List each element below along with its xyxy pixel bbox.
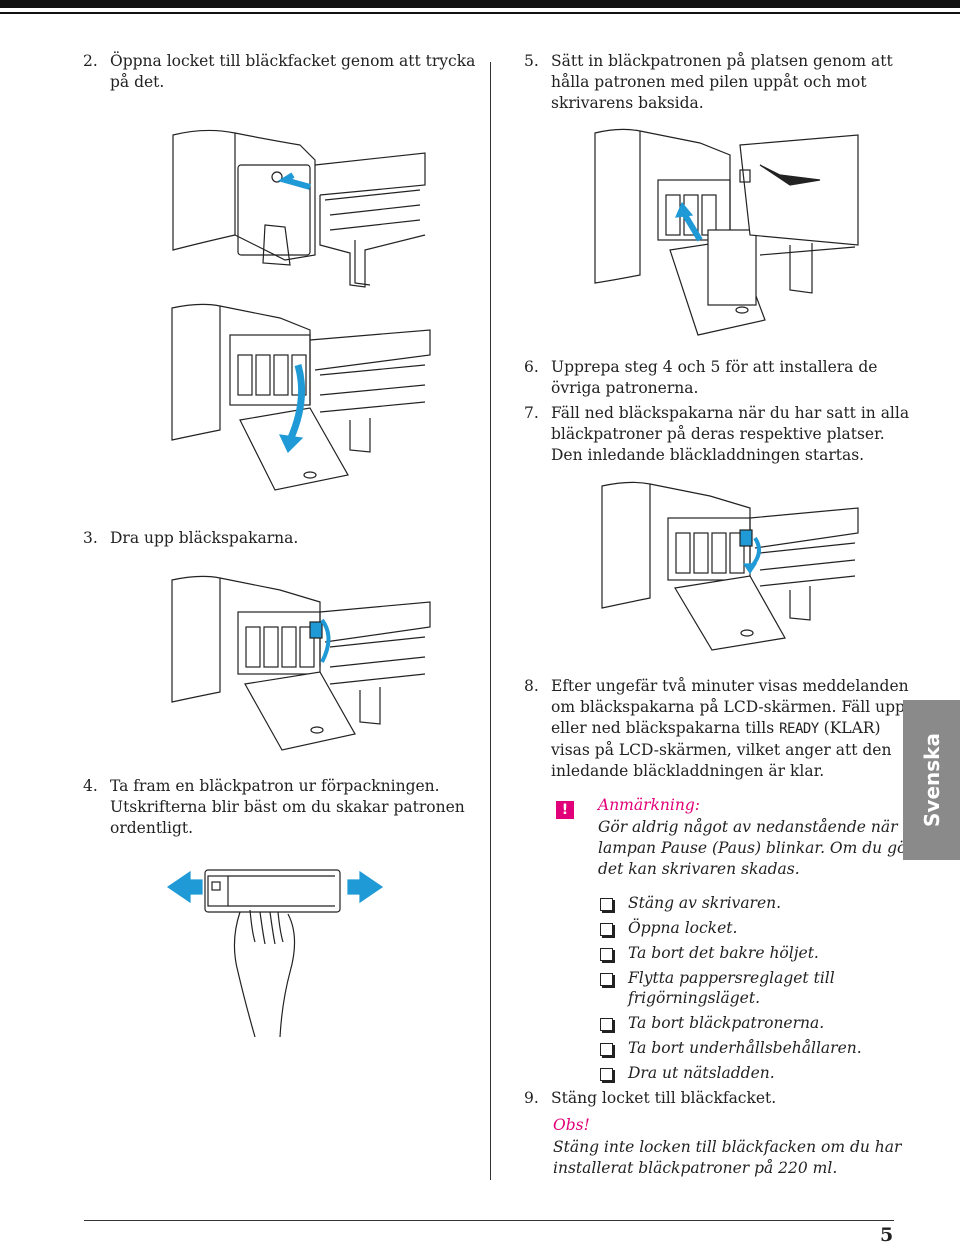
step-text-line: Dra upp bläckspakarna. [110,529,299,547]
column-divider [490,62,491,1180]
checkbox-icon [600,1043,613,1056]
step-text-line: Ta fram en bläckpatron ur förpackningen. [110,777,440,795]
language-tab: Svenska [903,700,960,860]
step-text-line: Fäll ned bläckspakarna när du har satt i… [551,404,910,422]
step-6: 6. Upprepa steg 4 och 5 för att installe… [524,357,894,401]
lower-levers-illustration [601,481,859,651]
checkbox-icon [600,1068,613,1081]
step-text-line: hålla patronen med pilen uppåt och mot [551,73,867,91]
step-text-fragment: (KLAR) [818,719,881,737]
step-text-fragment: eller ned bläckspakarna tills [551,719,780,737]
header-rule-thin [0,12,960,14]
step-number: 4. [83,777,98,795]
step-text-line: Utskrifterna blir bäst om du skakar patr… [110,798,465,816]
step-text-line: övriga patronerna. [551,379,699,397]
note-line: Gör aldrig något av nedanstående när [598,818,898,836]
checkbox-icon [600,948,613,961]
shake-cartridge-illustration [166,869,384,1038]
step-text-line: Öppna locket till bläckfacket genom att … [110,52,476,70]
note-title: Anmärkning: [598,796,700,814]
printer-open-cover-illustration [171,303,431,491]
step-3: 3. Dra upp bläckspakarna. [83,528,483,550]
page-number: 5 [880,1224,894,1246]
warning-icon: ! [556,801,574,819]
step-5: 5. Sätt in bläckpatronen på platsen geno… [524,51,894,115]
checkbox-icon [600,973,613,986]
lcd-message-ready: READY [779,721,819,737]
step-4: 4. Ta fram en bläckpatron ur förpackning… [83,776,483,840]
checklist-item: Ta bort bläckpatronerna. [628,1014,825,1032]
step-9: 9. Stäng locket till bläckfacket. [524,1088,894,1110]
insert-cartridge-illustration [594,128,859,336]
step-text-line: på det. [110,73,165,91]
step-number: 7. [524,404,539,422]
step-number: 2. [83,52,98,70]
step-text-line: ordentligt. [110,819,194,837]
step-number: 9. [524,1089,539,1107]
obs-line: Stäng inte locken till bläckfacken om du… [553,1138,902,1156]
checkbox-icon [600,898,613,911]
printer-lift-levers-illustration [171,575,431,751]
note-line: det kan skrivaren skadas. [598,860,800,878]
header-rule-thick [0,0,960,8]
step-text-line: skrivarens baksida. [551,94,704,112]
printer-press-cover-illustration [172,129,426,288]
checklist-item: Ta bort det bakre höljet. [628,944,819,962]
checklist-item: Dra ut nätsladden. [628,1064,775,1082]
step-text-line: Upprepa steg 4 och 5 för att installera … [551,358,878,376]
checklist-item: Stäng av skrivaren. [628,894,782,912]
step-text-line: Efter ungefär två minuter visas meddelan… [551,677,909,695]
step-text-line: Sätt in bläckpatronen på platsen genom a… [551,52,893,70]
step-text-line: visas på LCD-skärmen, vilket anger att d… [551,741,892,759]
obs-line: installerat bläckpatroner på 220 ml. [553,1159,838,1177]
obs-text: Stäng inte locken till bläckfacken om du… [553,1137,901,1179]
step-text-line: bläckpatroner på deras respektive platse… [551,425,885,443]
note-text: Gör aldrig något av nedanstående när lam… [598,817,914,880]
checklist-item: Ta bort underhållsbehållaren. [628,1039,862,1057]
step-2: 2. Öppna locket till bläckfacket genom a… [83,51,483,95]
checkbox-icon [600,1018,613,1031]
step-8: 8. Efter ungefär två minuter visas medde… [524,676,909,782]
checkbox-icon [600,923,613,936]
step-text-line: om bläckspakarna på LCD-skärmen. Fäll up… [551,698,905,716]
step-number: 3. [83,529,98,547]
checklist-item-continued: frigörningsläget. [628,989,761,1007]
footer-rule [84,1220,894,1221]
step-text-line: eller ned bläckspakarna tills READY (KLA… [551,718,909,740]
step-text-line: Stäng locket till bläckfacket. [551,1089,777,1107]
step-number: 5. [524,52,539,70]
checklist-item: Flytta pappersreglaget till [628,969,835,987]
language-tab-label: Svenska [919,733,944,827]
step-7: 7. Fäll ned bläckspakarna när du har sat… [524,403,909,467]
step-number: 8. [524,677,539,695]
step-text-line: Den inledande bläckladdningen startas. [551,446,865,464]
step-number: 6. [524,358,539,376]
checklist-item: Öppna locket. [628,919,738,937]
step-text-line: inledande bläckladdningen är klar. [551,762,825,780]
obs-title: Obs! [553,1116,590,1134]
note-line: lampan Pause (Paus) blinkar. Om du gör [598,839,914,857]
